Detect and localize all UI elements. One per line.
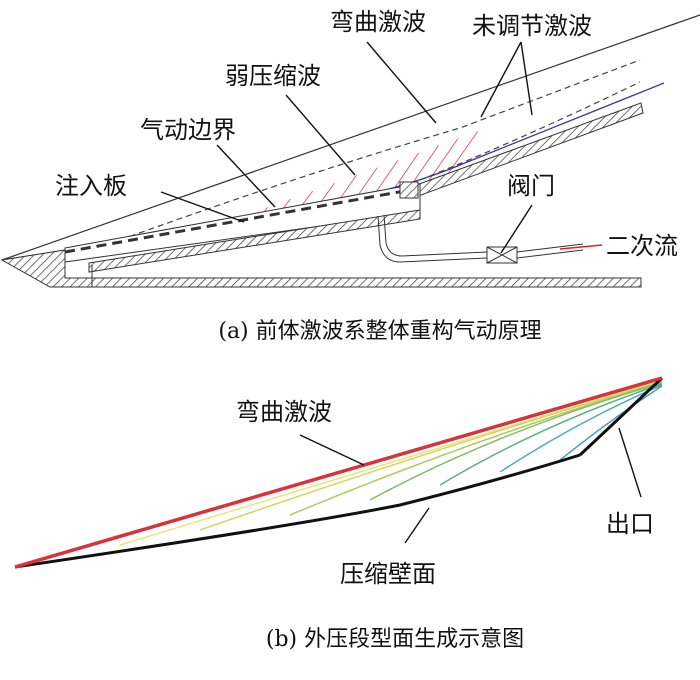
label-secondary-flow: 二次流 [606,232,678,260]
secondary-flow-arrow [559,244,603,250]
leader-exit [618,427,642,498]
unregulated-shock-dashed-upper [119,59,641,241]
panel-b-diagram: 弯曲激波 出口 压缩壁面 (b) 外压段型面生成示意图 [14,376,664,652]
unregulated-shock-dashed-lower [419,81,641,181]
label-aero-boundary: 气动边界 [140,116,236,144]
injection-plate-end [399,181,419,199]
bottom-plate [49,277,642,288]
label-curved-shock: 弯曲激波 [330,8,426,36]
leader-compression-wall [404,507,430,544]
label-b-curved-shock: 弯曲激波 [236,398,332,426]
leader-aero-boundary [216,144,276,208]
compression-wall-curve [14,453,581,569]
leader-b-curved-shock [299,434,365,466]
panel-a-diagram: 弯曲激波 未调节激波 弱压缩波 气动边界 注入板 阀门 二次流 (a) 前体激波… [0,8,700,344]
label-valve: 阀门 [507,172,555,200]
outlet-pipe [516,243,584,259]
leader-curved-shock [366,41,437,124]
caption-a: (a) 前体激波系整体重构气动原理 [218,319,541,344]
label-compression-wall: 压缩壁面 [340,560,436,588]
label-unregulated-shock: 未调节激波 [472,12,592,40]
inner-plate [88,209,421,273]
leader-unregulated-shock-2 [520,41,533,116]
curved-shock-line [14,376,663,569]
exit-line [578,376,664,457]
leader-valve [500,204,533,254]
label-weak-compression: 弱压缩波 [225,62,321,90]
forebody-shock-line [1,14,700,261]
leader-unregulated-shock-1 [480,41,522,118]
label-exit: 出口 [606,510,654,538]
label-injection-plate: 注入板 [55,172,127,200]
secondary-flow-pipe [377,215,488,263]
injection-holes [64,188,411,254]
compression-wave-lines [119,379,663,546]
leader-weak-compression [285,94,356,176]
valve-icon [486,246,518,264]
leader-injection-plate [160,191,245,223]
caption-b: (b) 外压段型面生成示意图 [266,627,524,652]
secondary-flow-pipe-inner [383,214,488,257]
